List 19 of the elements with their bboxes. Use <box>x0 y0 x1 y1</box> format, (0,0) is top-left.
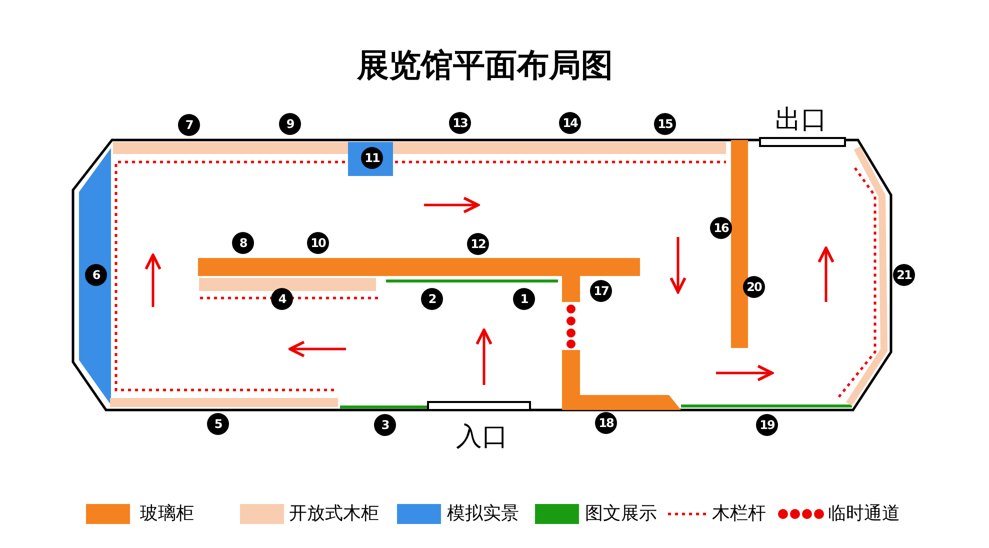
legend-label: 木栏杆 <box>712 505 766 523</box>
legend-label: 玻璃柜 <box>140 505 194 523</box>
legend-label: 模拟实景 <box>447 505 519 523</box>
legend-label: 临时通道 <box>828 505 900 523</box>
legend-label: 图文展示 <box>585 505 657 523</box>
callout-number: 14 <box>559 112 581 134</box>
callout-number: 18 <box>595 412 617 434</box>
callout-number: 9 <box>279 113 301 135</box>
callout-number: 15 <box>654 113 676 135</box>
door-label: 入口 <box>456 424 508 450</box>
callout-number: 3 <box>374 414 396 436</box>
callout-number: 19 <box>756 414 778 436</box>
callout-number: 21 <box>893 264 915 286</box>
legend-label: 开放式木柜 <box>289 505 379 523</box>
callout-number: 13 <box>449 112 471 134</box>
door-label: 出口 <box>775 107 827 133</box>
callout-number: 5 <box>207 413 229 435</box>
callout-number: 7 <box>178 114 200 136</box>
title: 展览馆平面布局图 <box>357 45 613 86</box>
